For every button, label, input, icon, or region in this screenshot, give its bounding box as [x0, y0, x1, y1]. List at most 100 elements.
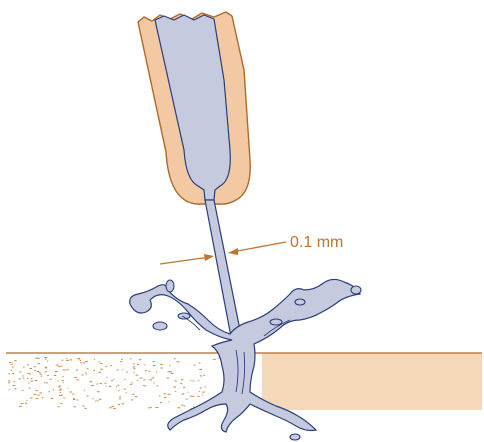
powder-particle	[116, 386, 117, 387]
powder-particle	[63, 370, 66, 371]
powder-particle	[63, 382, 64, 383]
powder-particle	[126, 392, 127, 393]
powder-particle	[54, 375, 56, 376]
powder-particle	[143, 379, 145, 380]
powder-particle	[9, 362, 11, 363]
powder-particle	[99, 399, 102, 400]
powder-particle	[76, 379, 79, 380]
powder-particle	[29, 368, 32, 369]
powder-particle	[62, 380, 64, 381]
powder-particle	[156, 372, 157, 373]
droplet	[351, 286, 361, 294]
powder-particle	[132, 394, 134, 395]
powder-particle	[118, 404, 120, 405]
powder-particle	[63, 398, 65, 399]
powder-particle	[157, 385, 159, 386]
powder-particle	[53, 389, 54, 390]
powder-particle	[66, 358, 67, 359]
droplet	[295, 299, 305, 305]
arrowhead-right	[228, 248, 238, 255]
powder-particle	[190, 396, 192, 397]
powder-particle	[180, 383, 182, 384]
powder-particle	[174, 381, 177, 382]
powder-particle	[148, 407, 150, 408]
powder-particle	[96, 384, 98, 385]
powder-particle	[136, 375, 139, 376]
powder-particle	[159, 395, 161, 396]
powder-particle	[104, 383, 106, 384]
powder-particle	[131, 382, 132, 383]
powder-particle	[86, 361, 87, 362]
powder-particle	[100, 383, 102, 384]
powder-particle	[35, 380, 38, 381]
powder-particle	[13, 385, 16, 386]
powder-particle	[59, 395, 61, 396]
powder-particle	[171, 373, 174, 374]
powder-particle	[45, 367, 47, 368]
powder-particle	[68, 388, 69, 389]
powder-particle	[121, 359, 123, 360]
powder-particle	[61, 366, 62, 367]
powder-particle	[117, 385, 119, 386]
powder-particle	[137, 380, 138, 381]
powder-particle	[198, 380, 199, 381]
powder-particle	[203, 375, 205, 376]
powder-particle	[153, 361, 155, 362]
material-block	[262, 353, 482, 410]
powder-particle	[108, 386, 111, 387]
droplet	[166, 280, 174, 292]
powder-particle	[122, 403, 124, 404]
powder-particle	[92, 398, 93, 399]
powder-particle	[153, 383, 154, 384]
powder-particle	[78, 359, 80, 360]
powder-particle	[44, 382, 46, 383]
powder-particle	[11, 370, 12, 371]
powder-particle	[23, 378, 25, 379]
powder-particle	[36, 398, 39, 399]
powder-particle	[120, 361, 122, 362]
powder-particle	[56, 365, 59, 366]
powder-particle	[174, 358, 176, 359]
droplet	[178, 313, 190, 319]
powder-particle	[177, 361, 180, 362]
powder-particle	[149, 371, 151, 372]
powder-particle	[66, 360, 69, 361]
powder-particle	[161, 368, 164, 369]
powder-particle	[11, 364, 13, 365]
powder-particle	[143, 385, 144, 386]
droplet	[270, 319, 282, 325]
powder-particle	[74, 377, 77, 378]
powder-particle	[188, 392, 189, 393]
dimension-arrow-left	[160, 257, 210, 264]
powder-particle	[60, 388, 62, 389]
powder-particle	[193, 380, 195, 381]
powder-particle	[45, 357, 48, 358]
powder-particle	[28, 383, 29, 384]
powder-particle	[199, 391, 200, 392]
powder-particle	[40, 374, 41, 375]
powder-particle	[130, 358, 132, 359]
powder-particle	[39, 372, 41, 373]
powder-particle	[84, 408, 87, 409]
powder-particle	[199, 369, 202, 370]
powder-particle	[135, 396, 138, 397]
powder-particle	[84, 390, 85, 391]
powder-particle	[85, 372, 86, 373]
powder-particle	[69, 392, 72, 393]
powder-particle	[62, 376, 64, 377]
powder-particle	[61, 403, 63, 404]
powder-particle	[213, 359, 216, 360]
powder-particle	[119, 396, 121, 397]
powder-particle	[105, 366, 107, 367]
powder-particle	[113, 408, 116, 409]
powder-particle	[45, 359, 46, 360]
powder-particle	[37, 371, 40, 372]
powder-particle	[34, 394, 36, 395]
nozzle	[138, 12, 250, 204]
powder-particle	[21, 403, 23, 404]
powder-particle	[40, 392, 42, 393]
powder-particle	[133, 363, 135, 364]
powder-particle	[26, 400, 27, 401]
powder-particle	[183, 387, 185, 388]
powder-particle	[86, 374, 87, 375]
